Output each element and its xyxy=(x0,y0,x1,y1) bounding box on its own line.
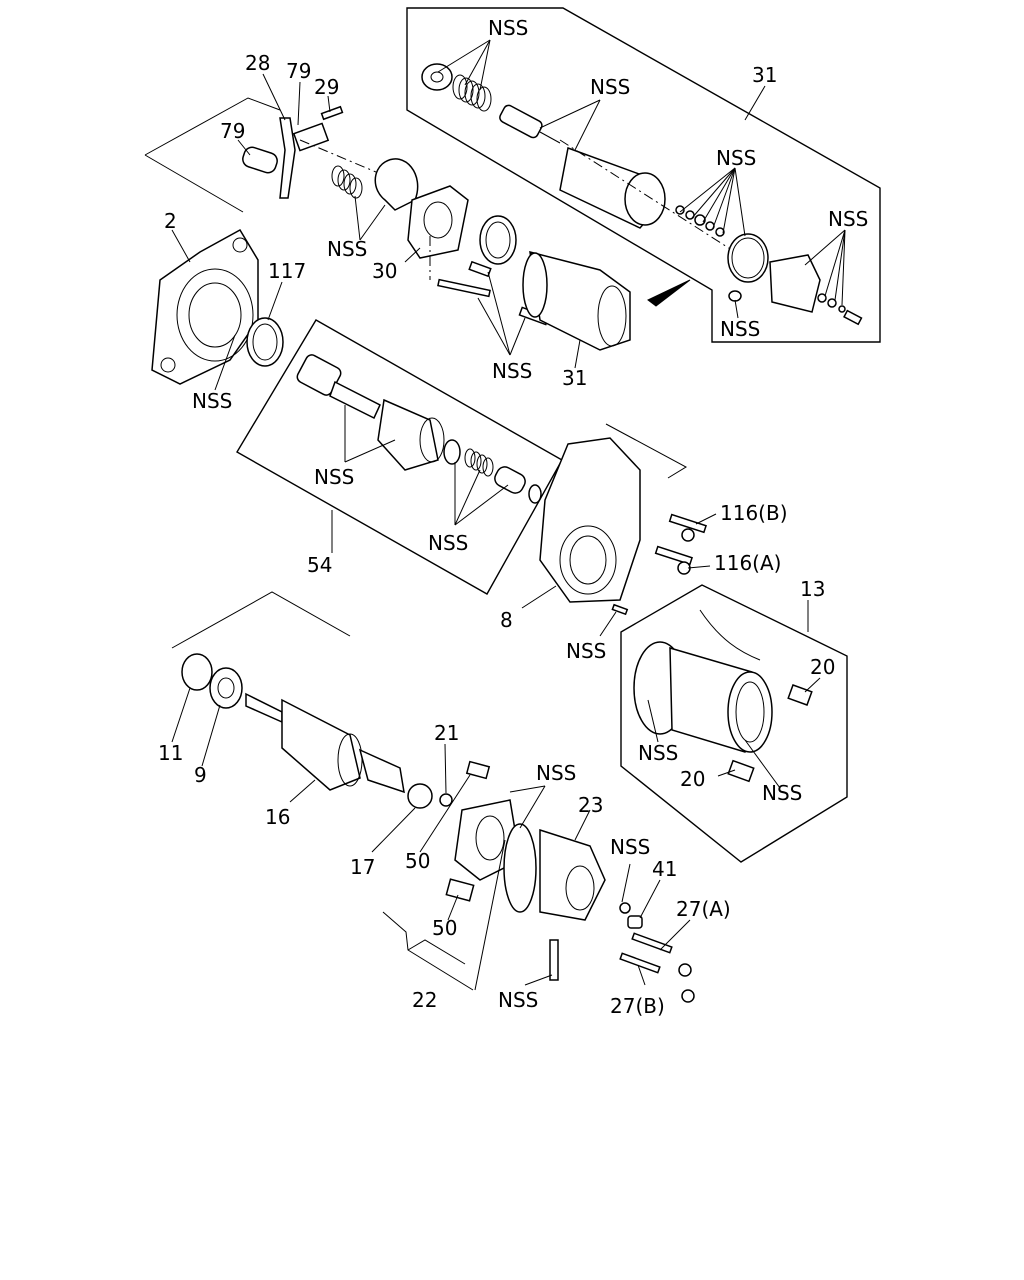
callout-nss-9: NSS xyxy=(314,465,354,489)
group-frame-13 xyxy=(620,584,848,863)
callout-23: 23 xyxy=(578,793,603,817)
callout-21: 21 xyxy=(434,721,459,745)
bearing-9 xyxy=(209,667,243,709)
callout-79-top: 79 xyxy=(286,59,311,83)
solenoid-assembly-31 xyxy=(421,63,863,326)
leader-lines xyxy=(171,39,846,991)
callout-28: 28 xyxy=(245,51,270,75)
bracket-housing-8 xyxy=(605,423,688,479)
callout-nss-7: NSS xyxy=(492,359,532,383)
callout-nss-8: NSS xyxy=(192,389,232,413)
seal-117 xyxy=(246,317,284,367)
callout-nss-13: NSS xyxy=(762,781,802,805)
housing-8 xyxy=(539,437,707,603)
callout-nss-1: NSS xyxy=(488,16,528,40)
callout-31-mid: 31 xyxy=(562,366,587,390)
callout-nss-11: NSS xyxy=(566,639,606,663)
group-frame-54 xyxy=(236,319,563,595)
callout-54: 54 xyxy=(307,553,332,577)
bracket-top-left-2 xyxy=(144,154,244,213)
callout-11: 11 xyxy=(158,741,183,765)
callout-labels: NSS 31 NSS NSS NSS NSS 28 79 29 79 NSS 3… xyxy=(158,16,868,1018)
callout-30: 30 xyxy=(372,259,397,283)
callout-nss-6: NSS xyxy=(327,237,367,261)
end-frame-23 xyxy=(503,823,695,1003)
bearing-9-inner xyxy=(217,677,235,699)
callout-116a: 116(A) xyxy=(714,551,781,575)
callout-9: 9 xyxy=(194,763,207,787)
callout-29: 29 xyxy=(314,75,339,99)
callout-79-left: 79 xyxy=(220,119,245,143)
callout-31-top: 31 xyxy=(752,63,777,87)
callout-nss-16: NSS xyxy=(498,988,538,1012)
callout-nss-2: NSS xyxy=(590,75,630,99)
bracket-mid-left xyxy=(171,591,351,649)
gear-case-2 xyxy=(151,228,259,385)
pinion-assembly-54 xyxy=(296,354,542,504)
callout-nss-4: NSS xyxy=(828,207,868,231)
seal-117-inner xyxy=(252,323,278,361)
callout-27a: 27(A) xyxy=(676,897,731,921)
callout-50-top: 50 xyxy=(405,849,430,873)
solenoid-31 xyxy=(522,250,691,351)
callout-50-bottom: 50 xyxy=(432,916,457,940)
callout-22: 22 xyxy=(412,988,437,1012)
callout-nss-12: NSS xyxy=(638,741,678,765)
callout-nss-3: NSS xyxy=(716,146,756,170)
bracket-22 xyxy=(382,911,474,991)
callout-nss-10: NSS xyxy=(428,531,468,555)
lever-28 xyxy=(242,105,396,199)
callout-20-bottom: 20 xyxy=(680,767,705,791)
group-frame-31 xyxy=(406,7,881,343)
bracket-50 xyxy=(407,939,466,965)
callout-nss-15: NSS xyxy=(610,835,650,859)
callout-41: 41 xyxy=(652,857,677,881)
washer-21 xyxy=(439,793,453,807)
bearing-17 xyxy=(407,783,433,809)
callout-117: 117 xyxy=(268,259,306,283)
callout-8: 8 xyxy=(500,608,513,632)
callout-27b: 27(B) xyxy=(610,994,665,1018)
callout-13: 13 xyxy=(800,577,825,601)
seal-11 xyxy=(181,653,213,691)
armature-16 xyxy=(245,692,405,794)
callout-2: 2 xyxy=(164,209,177,233)
callout-16: 16 xyxy=(265,805,290,829)
callout-116b: 116(B) xyxy=(720,501,788,525)
callout-20-top: 20 xyxy=(810,655,835,679)
callout-nss-14: NSS xyxy=(536,761,576,785)
bracket-top-left xyxy=(144,97,281,156)
callout-nss-5: NSS xyxy=(720,317,760,341)
spring-and-seal-parts xyxy=(331,158,419,211)
callout-17: 17 xyxy=(350,855,375,879)
yoke-13 xyxy=(611,603,813,783)
arrow-triangle-icon xyxy=(647,279,691,307)
